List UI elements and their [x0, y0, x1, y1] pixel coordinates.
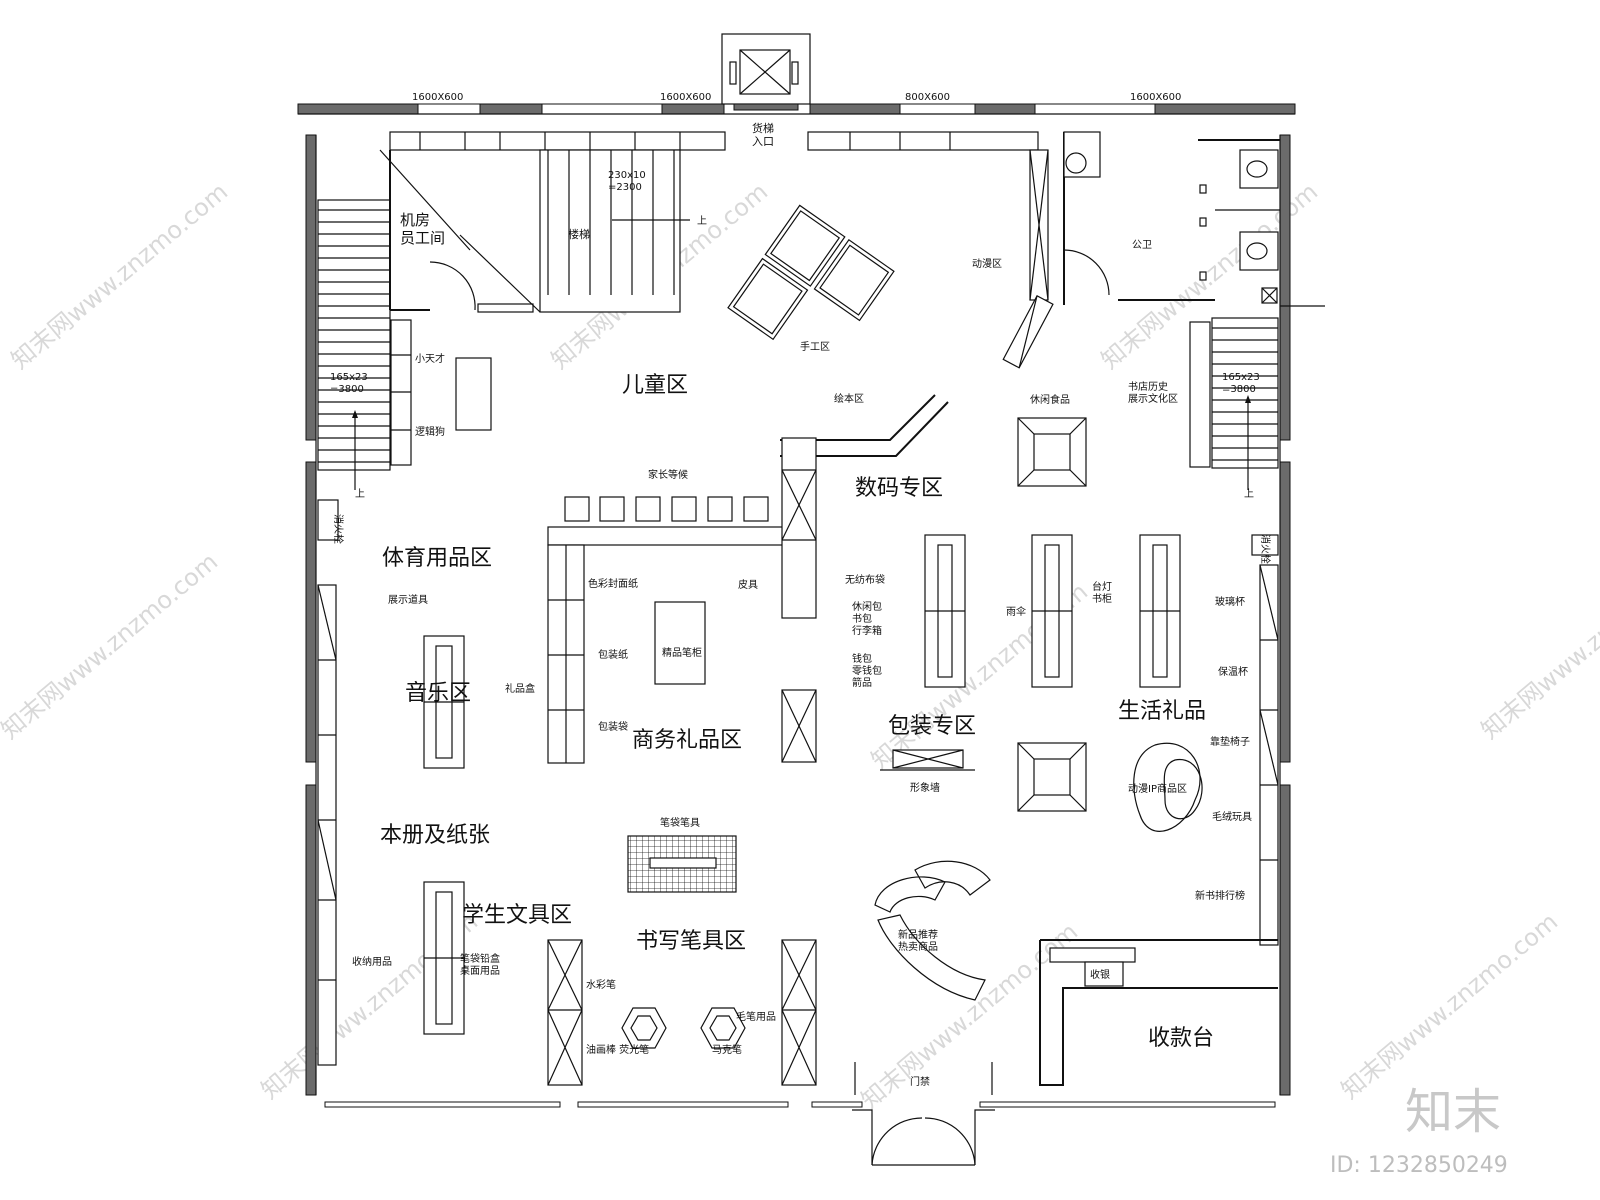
watermark: 知末网www.znzmo.com	[6, 178, 233, 375]
pack-bag-label: 包装袋	[598, 720, 628, 733]
brand-logo-text: 知末	[1405, 1084, 1501, 1140]
stair-label: 楼梯	[568, 227, 590, 241]
tech-area: 动漫区	[972, 149, 1054, 369]
craft-area-label: 手工区	[800, 340, 830, 353]
zone-student: 学生文具区	[462, 903, 572, 928]
health-food-label: 休闲食品	[1030, 393, 1070, 406]
zone-sports: 体育用品区	[382, 546, 492, 571]
dim-label: 1600X600	[660, 92, 711, 103]
packaging-zone: 无纺布袋 休闲包书包行李箱 钱包零钱包箭品 包装专区 形象墙	[845, 573, 976, 794]
watermark: 知末网www.znzmo.com	[1476, 548, 1600, 745]
wallet-label: 钱包零钱包箭品	[852, 652, 882, 689]
small-talent-label: 小天才	[415, 352, 445, 365]
toilet-area: 公卫	[1063, 131, 1325, 307]
zone-packaging: 包装专区	[888, 714, 976, 739]
umbrella-label: 雨伞	[1006, 605, 1026, 618]
zone-writing: 书写笔具区	[636, 929, 746, 954]
up-mark: 上	[697, 215, 707, 227]
gondolas: 雨伞 台灯书柜	[924, 534, 1181, 688]
pencil-case-label: 笔袋铅盒桌面用品	[460, 952, 500, 977]
up-mark: 上	[1244, 488, 1254, 500]
marker-label: 马克笔	[712, 1043, 742, 1056]
cargo-entry-label: 货梯入口	[752, 121, 774, 148]
cash-small-label: 收银	[1090, 968, 1110, 981]
fire-right-label: 消火栓	[1259, 534, 1272, 564]
culture-label: 书店历史展示文化区	[1128, 380, 1178, 405]
left-zones: 消火栓 体育用品区 展示道具 音乐区 本册及纸张 学生文具区 收纳用品 笔袋铅盒…	[317, 499, 572, 1066]
color-cover-label: 色彩封面纸	[588, 577, 638, 590]
machine-room-label: 机房员工间	[400, 211, 445, 247]
leather-label: 皮具	[738, 578, 758, 591]
pens-tools-label: 笔袋笔具	[660, 816, 700, 829]
gift-box-label: 礼品盒	[505, 682, 535, 695]
zone-digital: 数码专区	[855, 476, 943, 501]
top-band	[389, 131, 1039, 151]
painting-label: 绘本区	[834, 392, 864, 405]
writing-zone: 笔袋笔具 书写笔具区 水彩笔 油画棒 荧光笔 马克笔 毛笔用品	[547, 816, 817, 1086]
pen-cabinet-label: 精品笔柜	[662, 646, 702, 659]
new-books-label: 新书排行榜	[1195, 889, 1245, 902]
outer-walls	[305, 134, 1291, 1096]
life-gift-zone: 生活礼品 动漫IP商品区 玻璃杯 保温杯 靠垫椅子 毛绒玩具 新书排行榜 消火栓	[1118, 534, 1279, 946]
cargo-lift: 货梯入口	[721, 33, 811, 148]
middle-stair: 楼梯 230x10=2300 上	[459, 149, 707, 313]
desk-lamp-label: 台灯书柜	[1092, 580, 1112, 605]
watermark: 知末网www.znzmo.com	[0, 548, 223, 745]
children-zone: 小天才 逻辑狗 儿童区 手工区 绘本区	[390, 204, 949, 466]
zone-music: 音乐区	[405, 681, 471, 706]
cups-label: 玻璃杯	[1215, 595, 1245, 608]
ip-goods-label: 动漫IP商品区	[1128, 782, 1187, 795]
watermark: 知末网www.znzmo.com	[1336, 908, 1563, 1105]
zone-notebook: 本册及纸张	[380, 823, 490, 848]
logic-label: 逻辑狗	[415, 425, 445, 438]
left-stair: 165x23=3800 上	[317, 199, 391, 500]
dim-label: 800X600	[905, 92, 950, 103]
plush-label: 毛绒玩具	[1212, 810, 1252, 823]
casual-bags-label: 休闲包书包行李箱	[852, 600, 882, 637]
dim-label: 1600X600	[412, 92, 463, 103]
image-id: ID: 1232850249	[1330, 1153, 1508, 1178]
stair-spec: 230x10=2300	[608, 170, 646, 193]
dim-label: 1600X600	[1130, 92, 1181, 103]
up-mark: 上	[355, 488, 365, 500]
tech-area-label: 动漫区	[972, 258, 1002, 270]
new-products: 新品推荐热卖商品	[874, 860, 991, 1001]
right-stair: 165x23=3800 上 书店历史展示文化区	[1128, 317, 1279, 500]
cashier-zone: 收银 收款台	[1039, 939, 1278, 1086]
machine-room: 机房员工间	[379, 149, 534, 313]
parent-wait: 家长等候	[547, 437, 817, 619]
watercolor-label: 水彩笔	[586, 978, 616, 991]
zone-cashier: 收款台	[1148, 1026, 1214, 1051]
health-food: 休闲食品	[1017, 393, 1087, 812]
display-props-label: 展示道具	[388, 593, 428, 606]
stair-spec: 165x23=3800	[1222, 372, 1260, 395]
shape-wall-label: 形象墙	[910, 781, 940, 794]
brush-label: 毛笔用品	[736, 1010, 776, 1023]
zone-life-gift: 生活礼品	[1118, 699, 1206, 724]
zone-business-gift: 商务礼品区	[632, 728, 742, 753]
study-lamps-label: 收纳用品	[352, 955, 392, 968]
business-gift: 色彩封面纸 皮具 包装纸 精品笔柜 礼品盒 包装袋 商务礼品区	[505, 544, 817, 764]
door-label: 门禁	[910, 1075, 930, 1088]
zone-children: 儿童区	[622, 373, 688, 398]
pillow-label: 靠垫椅子	[1210, 735, 1250, 748]
new-products-label: 新品推荐热卖商品	[898, 928, 938, 953]
thermos-label: 保温杯	[1218, 665, 1248, 678]
bags-label: 无纺布袋	[845, 573, 885, 586]
oil-paint-label: 油画棒 荧光笔	[586, 1043, 649, 1056]
top-wall: 1600X600 1600X600 800X600 1600X600	[297, 92, 1296, 115]
fire-left-label: 消火栓	[332, 514, 345, 544]
pack-paper-label: 包装纸	[598, 648, 628, 661]
parent-wait-label: 家长等候	[648, 468, 688, 481]
bottom-wall: 门禁	[324, 1062, 1276, 1166]
toilet-label: 公卫	[1132, 240, 1152, 251]
stair-spec: 165x23=3800	[330, 372, 368, 395]
